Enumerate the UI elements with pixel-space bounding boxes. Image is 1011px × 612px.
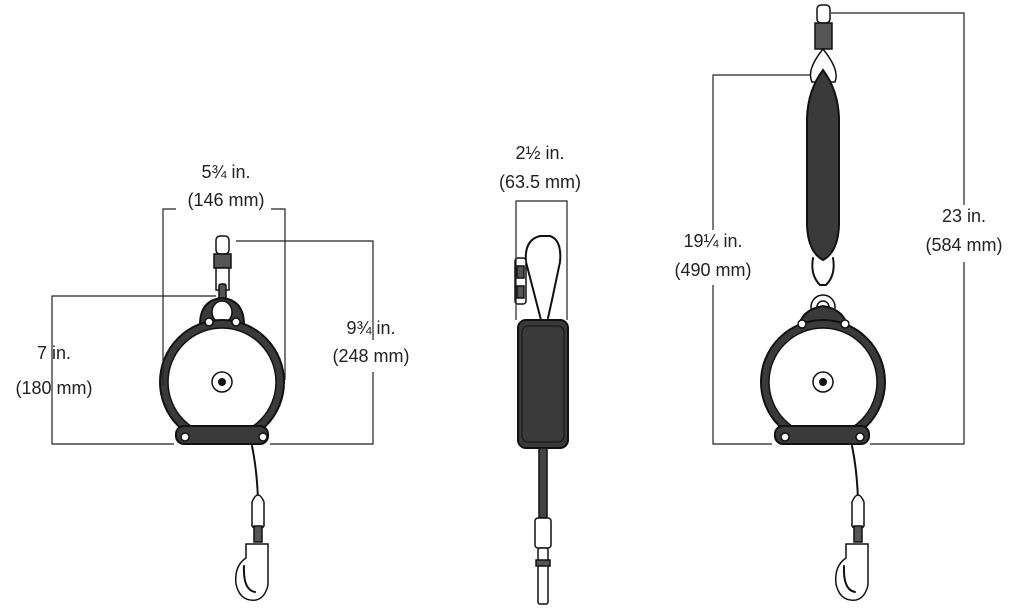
front-overall-height-imperial-label: 9¾ in. — [346, 318, 395, 338]
extended-housing-to-top-metric-label: (490 mm) — [674, 260, 751, 280]
side-depth-metric-label: (63.5 mm) — [499, 172, 581, 192]
front-housing-height-imperial-label: 7 in. — [37, 343, 71, 363]
front-view-device — [159, 235, 285, 601]
extended-view-device — [760, 4, 886, 601]
side-view-device — [514, 235, 569, 605]
front-overall-height-metric-label: (248 mm) — [332, 346, 409, 366]
front-housing-height-metric-label: (180 mm) — [15, 378, 92, 398]
front-width-metric-label: (146 mm) — [187, 190, 264, 210]
extended-overall-height-metric-label: (584 mm) — [925, 235, 1002, 255]
side-view-dimension-lines — [515, 200, 568, 320]
extended-overall-height-imperial-label: 23 in. — [942, 206, 986, 226]
front-view-dimension-lines — [51, 208, 374, 445]
extended-view-dimension-lines — [712, 12, 965, 445]
extended-housing-to-top-imperial-label: 19¼ in. — [683, 231, 742, 251]
front-width-imperial-label: 5¾ in. — [201, 162, 250, 182]
side-depth-imperial-label: 2½ in. — [515, 143, 564, 163]
